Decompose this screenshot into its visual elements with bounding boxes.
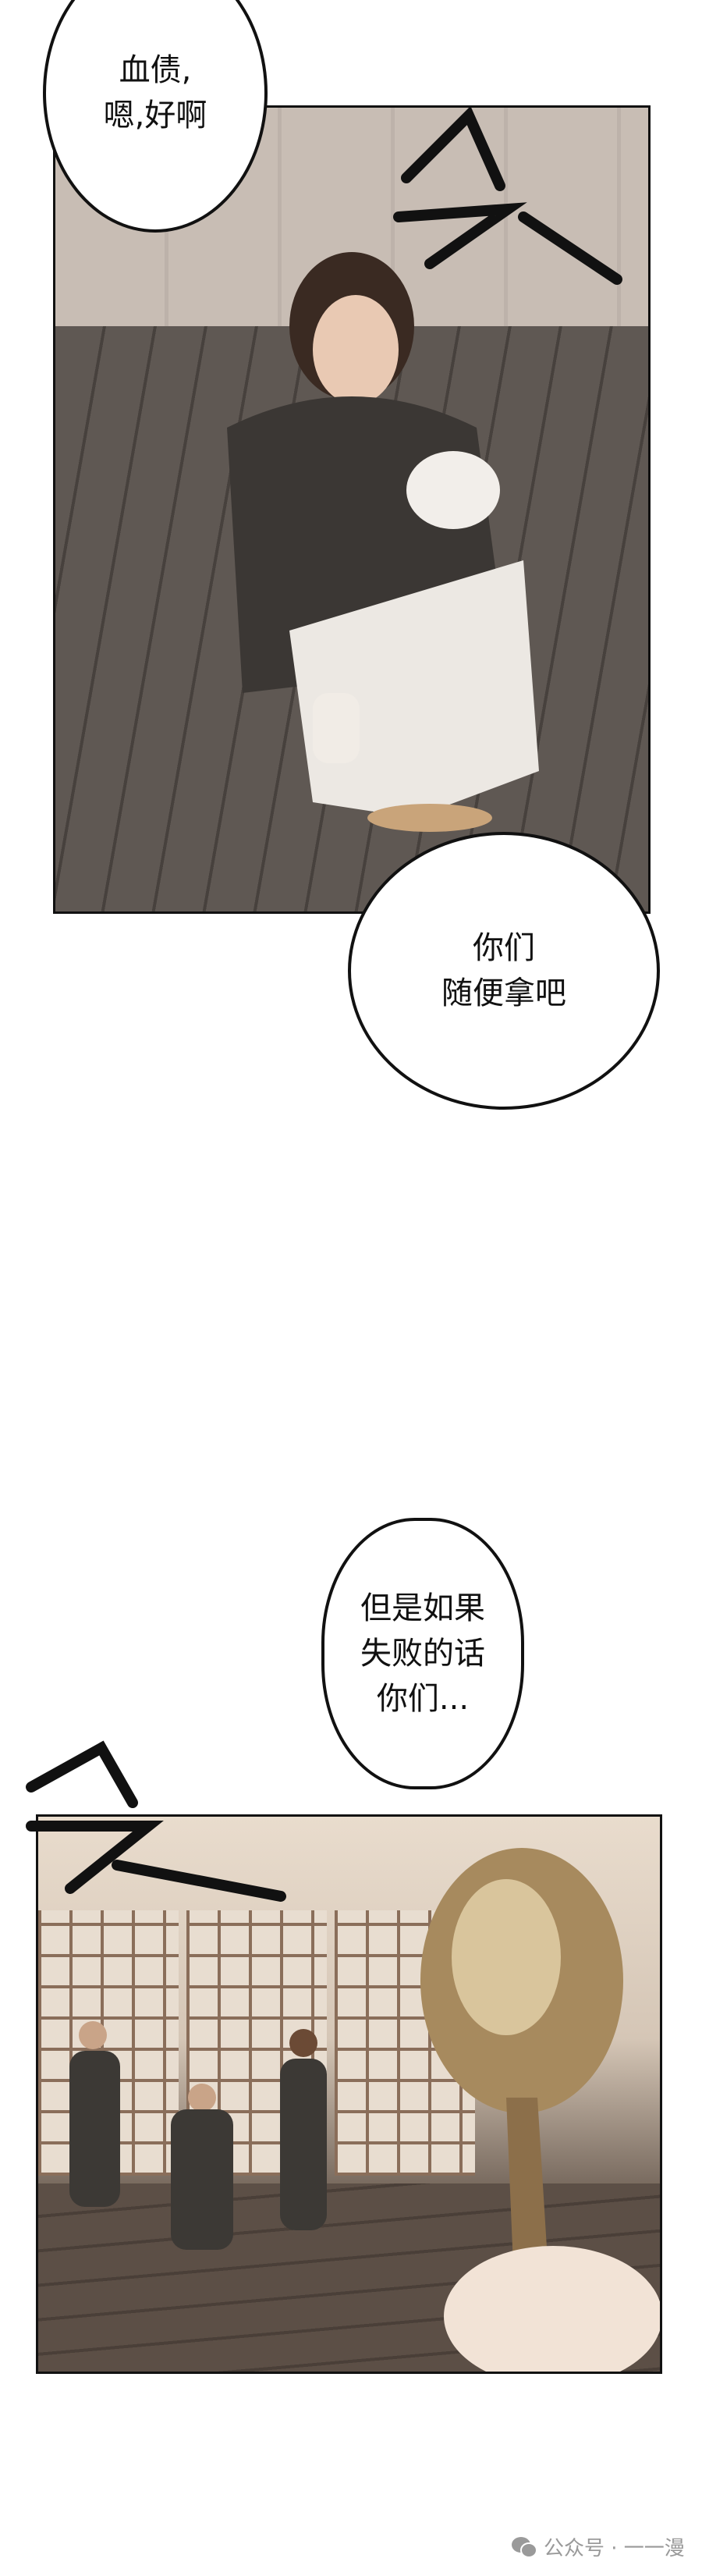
bubble-text-line: 嗯,好啊 xyxy=(103,98,207,133)
wechat-icon xyxy=(512,2536,537,2558)
speech-bubble-3: 但是如果 失败的话 你们... xyxy=(321,1518,524,1789)
panel-spoon-trainees xyxy=(36,1814,662,2374)
kneeling-man-illustration xyxy=(227,252,539,832)
trainees-illustration xyxy=(69,2021,327,2250)
spoon-illustration xyxy=(420,1848,660,2372)
watermark-text: 公众号 · 一一漫 xyxy=(544,2537,685,2560)
bubble-text-line: 血债, xyxy=(119,52,192,88)
bubble-text-line: 但是如果 xyxy=(360,1590,485,1626)
watermark: 公众号 · 一一漫 xyxy=(511,2532,685,2561)
sfx-lines-2 xyxy=(26,1740,286,1902)
speech-bubble-1: 血债, 嗯,好啊 xyxy=(43,0,268,233)
panel-kneeling-man xyxy=(53,105,651,914)
bubble-text-line: 你们 xyxy=(473,930,535,966)
sfx-lines xyxy=(393,108,622,285)
speech-bubble-2: 你们 随便拿吧 xyxy=(348,832,660,1110)
bubble-text-line: 随便拿吧 xyxy=(441,975,566,1011)
bubble-text-line: 你们... xyxy=(376,1681,470,1717)
bubble-text-line: 失败的话 xyxy=(360,1636,485,1672)
